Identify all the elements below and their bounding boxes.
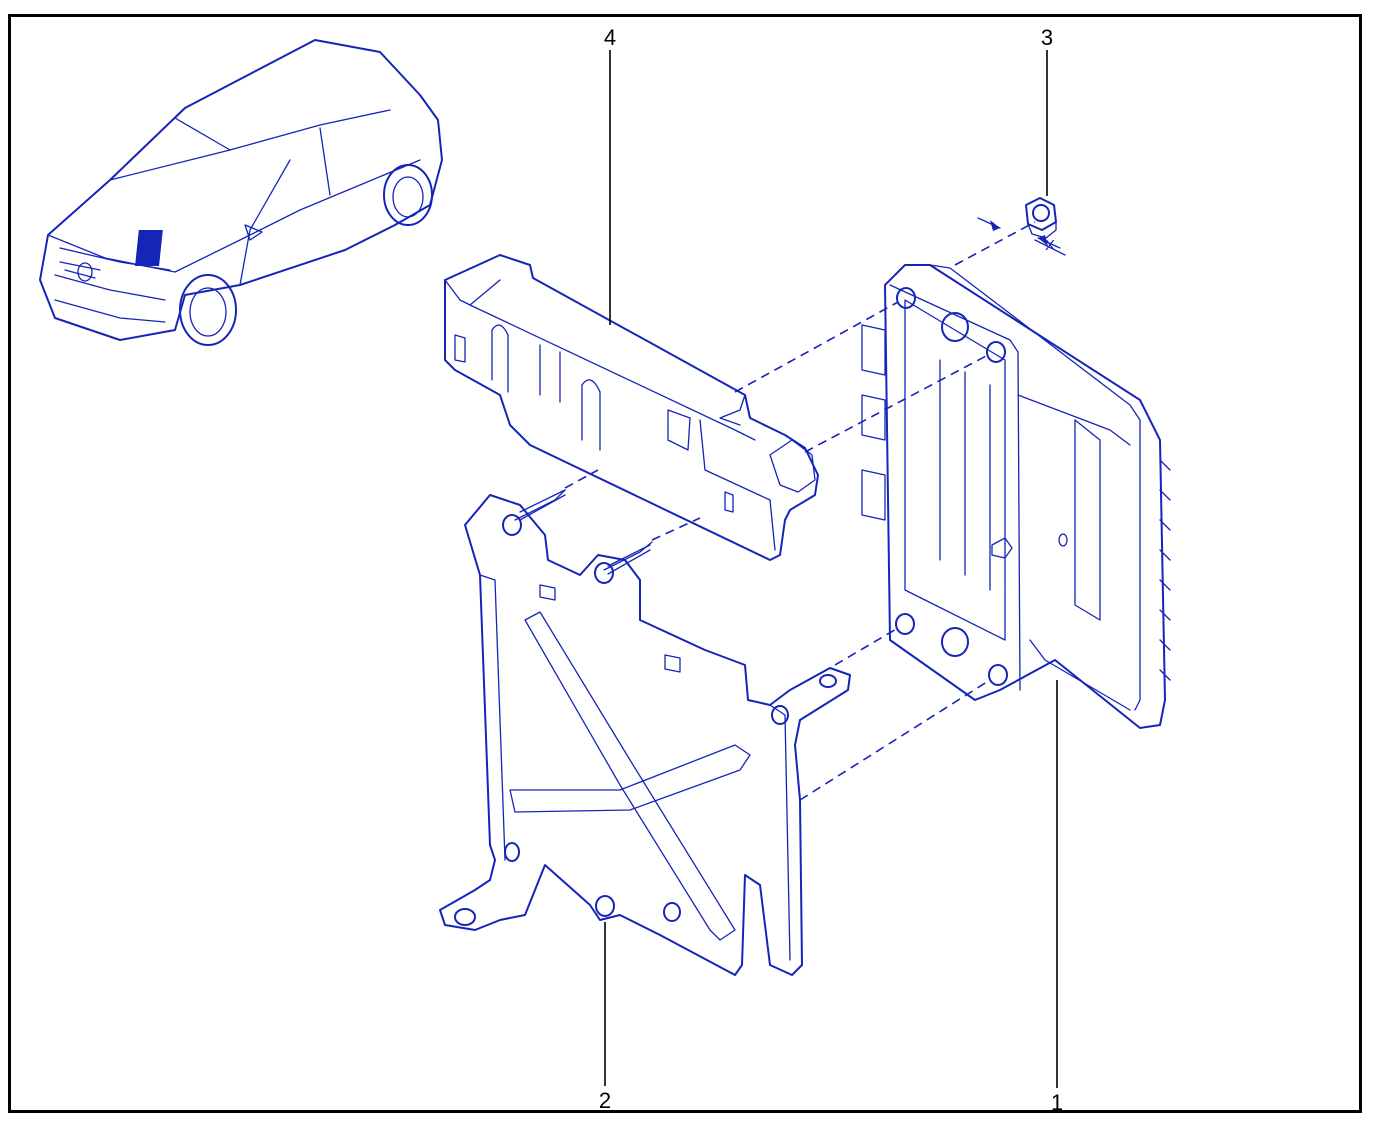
part-2-mounting-plate xyxy=(439,489,851,976)
part-1-ecu-unit xyxy=(861,264,1171,729)
assembly-lines xyxy=(564,221,1036,801)
callout-1: 1 xyxy=(1051,1090,1063,1115)
part-3-nut xyxy=(1025,197,1057,239)
callout-3: 3 xyxy=(1041,25,1053,50)
dimension-x: X xyxy=(977,217,1066,256)
dimension-x-label: X xyxy=(1045,237,1055,254)
vehicle-location-thumbnail xyxy=(39,39,443,346)
callout-4: 4 xyxy=(604,25,616,50)
part-4-upper-bracket xyxy=(444,254,819,561)
callout-2: 2 xyxy=(599,1088,611,1113)
callouts: 4 3 2 1 xyxy=(599,25,1063,1115)
ecu-location-marker xyxy=(135,230,163,266)
